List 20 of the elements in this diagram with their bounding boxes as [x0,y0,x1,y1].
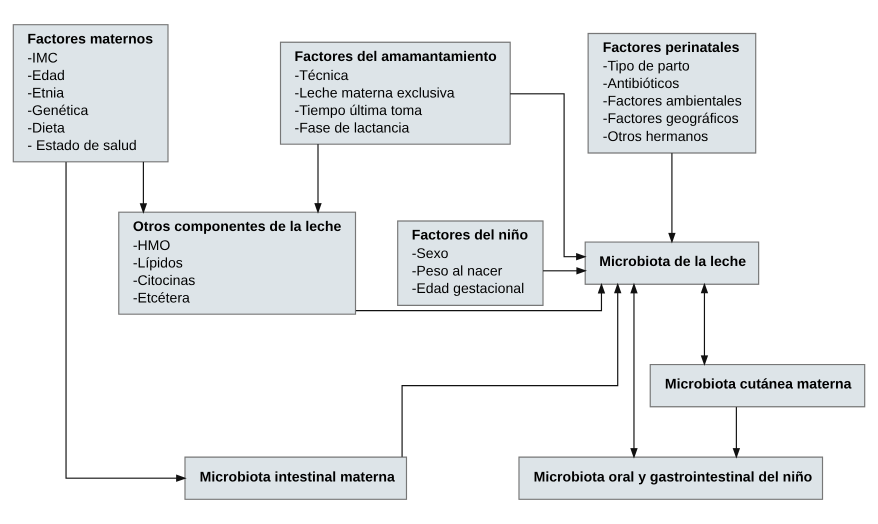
node-box: Factores del niño -Sexo -Peso al nacer -Edad gestacional [397,220,544,306]
arrow [314,144,322,214]
node-box: Microbiota intestinal materna [184,456,408,500]
node-box: Factores maternos -IMC -Edad -Etnia -Genética -Dieta - Estado de salud [12,24,169,162]
arrow [402,282,622,457]
arrow [65,162,187,482]
arrow [543,267,587,274]
arrow [700,282,708,366]
node-box: Microbiota oral y gastrointestinal del niño [518,456,824,500]
arrow [668,153,676,244]
arrow [510,93,587,260]
node-box: Otros componentes de la leche -HMO -Lípidos -Citocinas -Etcétera [118,212,356,315]
node-box: Factores del amamantamiento -Técnica -Leche materna exclusiva -Tiempo última toma -Fase de lactancia [280,42,511,145]
arrow [356,282,606,312]
arrow [140,162,148,214]
node-box: Factores perinatales -Tipo de parto -Antibióticos -Factores ambientales -Factores geográficos -Otros hermanos [588,32,756,154]
node-box: Microbiota cutánea materna [650,364,866,408]
arrow [630,282,638,459]
node-box: Microbiota de la leche [584,241,760,285]
arrow [732,407,740,459]
